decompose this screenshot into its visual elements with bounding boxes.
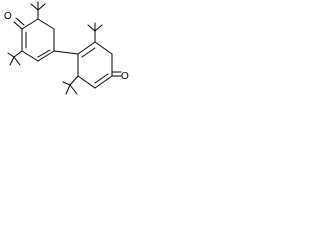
bond-right-bottom-tbutyl-c bbox=[69, 84, 78, 95]
bond-right-c2-c3 bbox=[94, 41, 113, 55]
chemical-structure-canvas: O O bbox=[0, 0, 144, 128]
bond-right-bottom-tbutyl-b bbox=[65, 84, 71, 95]
bond-left-top-tbutyl-a bbox=[30, 3, 39, 11]
bond-left-c3-c4-double bbox=[37, 49, 51, 58]
bond-left-bottom-tbutyl-stem bbox=[13, 50, 23, 58]
bond-right-c4-c5-double bbox=[94, 73, 109, 84]
bond-left-bottom-tbutyl-b bbox=[9, 56, 15, 66]
bond-left-c1-c2 bbox=[37, 18, 55, 30]
bond-left-c3-c4 bbox=[37, 50, 55, 62]
bond-left-c6-c1 bbox=[21, 18, 39, 30]
bond-right-c5-c6 bbox=[77, 75, 96, 89]
oxygen-right-label: O bbox=[121, 71, 129, 82]
bond-right-bottom-tbutyl-stem bbox=[69, 75, 79, 86]
central-connection bbox=[53, 50, 79, 55]
bond-right-bottom-tbutyl-a bbox=[62, 81, 71, 86]
left-quinoid-ring: O bbox=[4, 1, 55, 66]
bond-right-top-tbutyl-a bbox=[87, 24, 96, 32]
bond-right-c4-c5 bbox=[94, 75, 113, 89]
bond-ring-junction bbox=[53, 50, 79, 55]
bond-left-top-tbutyl-b bbox=[37, 3, 46, 11]
bond-right-c1-c2 bbox=[77, 41, 96, 55]
bond-left-carbonyl-a bbox=[13, 21, 23, 30]
bond-left-bottom-tbutyl-a bbox=[7, 52, 15, 58]
bond-right-c1-c2-double bbox=[81, 47, 96, 58]
oxygen-left-label: O bbox=[4, 11, 12, 22]
right-quinoid-ring: O bbox=[62, 22, 129, 95]
molecule-diagram: O O bbox=[4, 1, 129, 95]
bond-right-top-tbutyl-b bbox=[94, 24, 103, 32]
bond-left-bottom-tbutyl-c bbox=[13, 56, 21, 66]
bond-left-carbonyl-b bbox=[15, 17, 25, 26]
bond-left-c4-c5 bbox=[21, 50, 39, 62]
